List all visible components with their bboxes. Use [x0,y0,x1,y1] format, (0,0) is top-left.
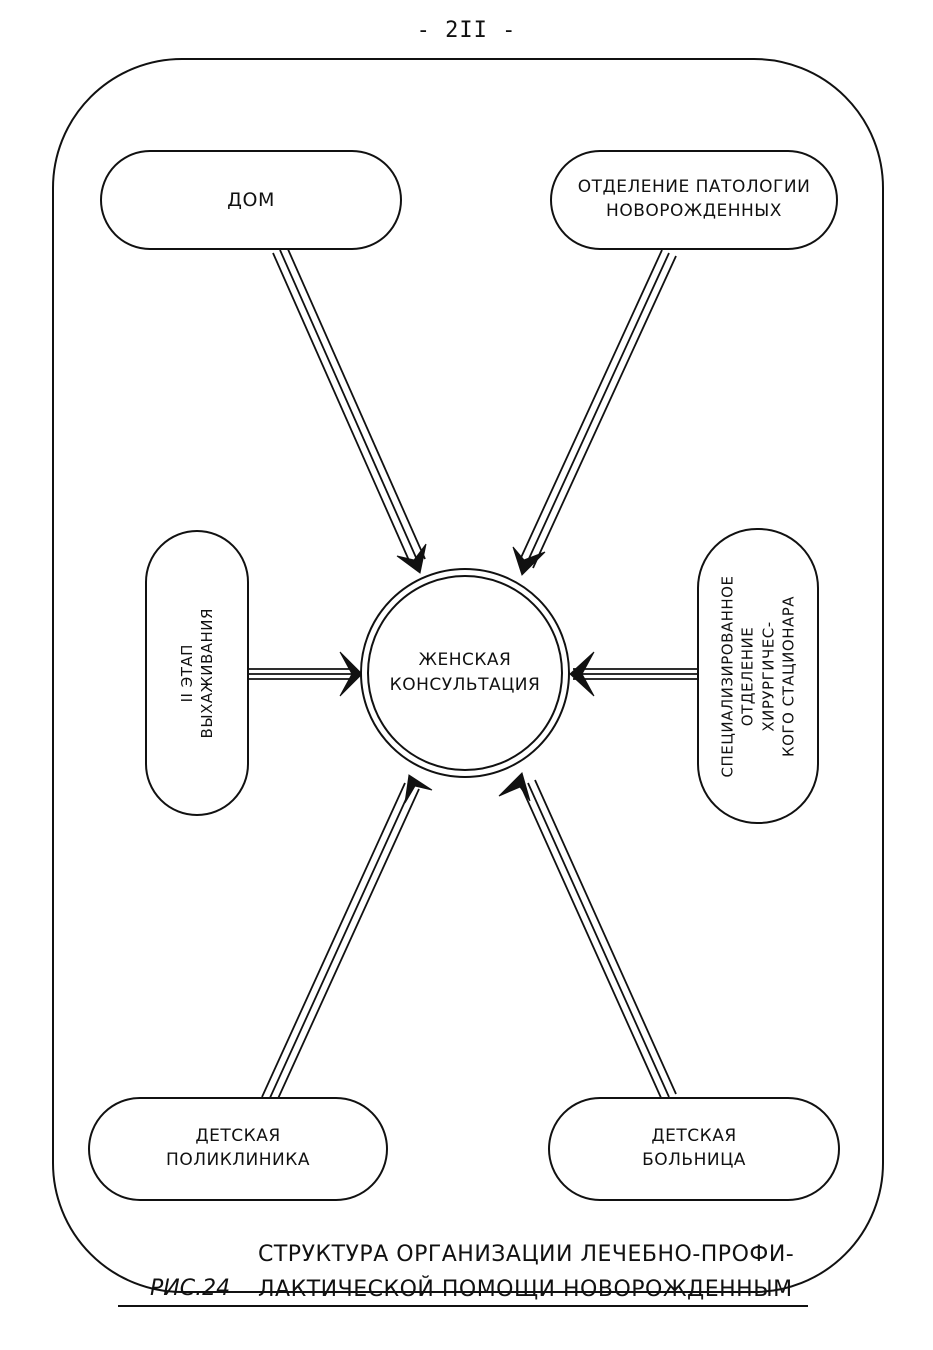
node-neonatal-pathology-label: ОТДЕЛЕНИЕ ПАТОЛОГИИ НОВОРОЖДЕННЫХ [577,177,811,221]
arrowhead-children-polyclinic [404,774,433,804]
connector-nursing-stage [249,668,357,680]
node-neonatal-pathology: ОТДЕЛЕНИЕ ПАТОЛОГИИ НОВОРОЖДЕННЫХ [550,150,838,250]
node-home: ДОМ [100,150,402,250]
node-surgical-department: СПЕЦИАЛИЗИРОВАННОЕ ОТДЕЛЕНИЕ ХИРУРГИЧЕС-… [697,528,819,824]
connector-home [272,246,426,566]
figure-caption-title: СТРУКТУРА ОРГАНИЗАЦИИ ЛЕЧЕБНО-ПРОФИ- ЛАК… [258,1242,795,1303]
node-surgical-department-label: СПЕЦИАЛИЗИРОВАННОЕ ОТДЕЛЕНИЕ ХИРУРГИЧЕС-… [718,575,798,777]
diagram-frame [52,58,884,1293]
connector-children-hospital [520,779,677,1101]
arrowhead-neonatal-pathology [512,546,546,576]
arrowhead-nursing-stage [339,651,363,697]
node-children-hospital: ДЕТСКАЯ БОЛЬНИЦА [548,1097,840,1201]
arrowhead-children-hospital [498,772,531,802]
connector-surgical-department [573,668,697,680]
node-children-polyclinic-label: ДЕТСКАЯ ПОЛИКЛИНИКА [166,1126,310,1170]
node-children-polyclinic: ДЕТСКАЯ ПОЛИКЛИНИКА [88,1097,388,1201]
node-children-hospital-label: ДЕТСКАЯ БОЛЬНИЦА [642,1126,746,1170]
node-home-label: ДОМ [227,188,275,211]
figure-caption-label: РИС.24 [150,1276,231,1301]
arrowhead-surgical-department [569,651,595,697]
center-node: ЖЕНСКАЯ КОНСУЛЬТАЦИЯ [360,568,570,778]
center-node-label: ЖЕНСКАЯ КОНСУЛЬТАЦИЯ [389,650,541,695]
connector-children-polyclinic [261,782,420,1104]
node-nursing-stage: II ЭТАП ВЫХАЖИВАНИЯ [145,530,249,816]
figure-caption-underline [118,1305,808,1307]
page-number: - 2II - [416,18,517,43]
connector-neonatal-pathology [518,249,677,569]
node-nursing-stage-label: II ЭТАП ВЫХАЖИВАНИЯ [177,607,217,739]
center-node-inner-ring: ЖЕНСКАЯ КОНСУЛЬТАЦИЯ [367,575,563,771]
arrowhead-home [396,543,427,574]
